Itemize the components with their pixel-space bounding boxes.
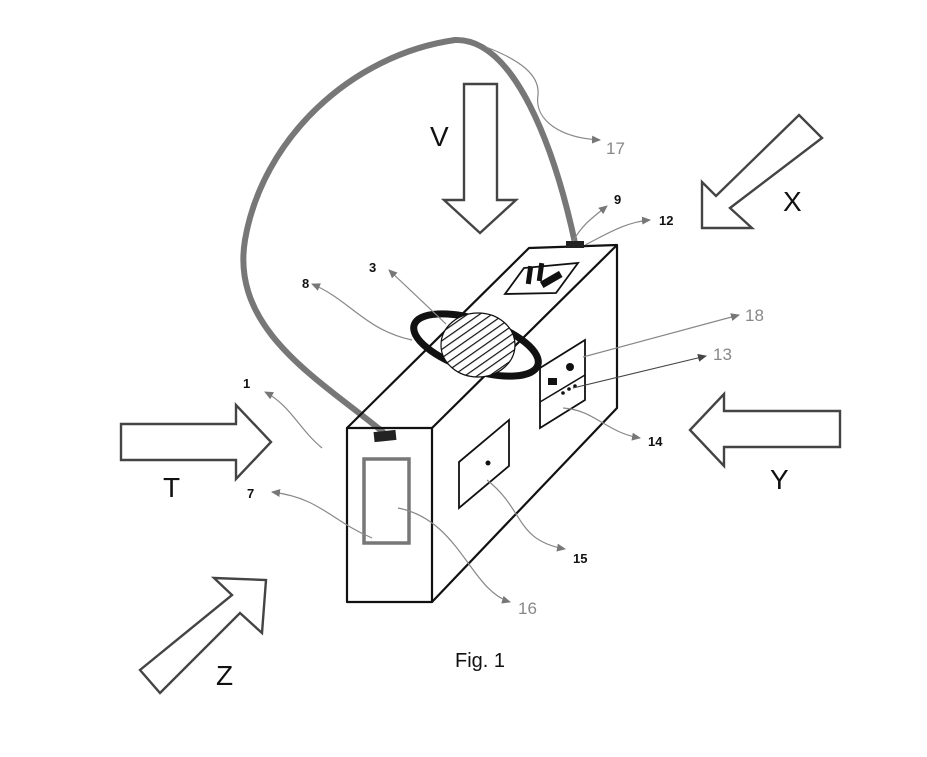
handle-strap [240, 36, 578, 435]
hatched-disc [440, 312, 516, 378]
side-panel [458, 418, 510, 510]
ref-14: 14 [648, 434, 663, 449]
connector-top-left [373, 429, 397, 443]
label-v: V [430, 121, 449, 152]
ref-9: 9 [614, 192, 621, 207]
ref-7: 7 [247, 486, 254, 501]
label-t: T [163, 472, 180, 503]
connector-top-right [566, 241, 584, 248]
ref-13: 13 [713, 345, 732, 364]
arrow-y [688, 390, 842, 470]
arrow-t [119, 401, 273, 483]
front-window [362, 457, 411, 545]
label-x: X [783, 186, 802, 217]
side-ports-panel [539, 338, 586, 430]
arrow-z [138, 576, 268, 695]
ref-1: 1 [243, 376, 250, 391]
label-y: Y [770, 464, 789, 495]
arrow-x [700, 113, 824, 230]
ref-15: 15 [573, 551, 587, 566]
figure-caption: Fig. 1 [455, 650, 505, 672]
ref-16: 16 [518, 599, 537, 618]
ref-8: 8 [302, 276, 309, 291]
ref-18: 18 [745, 306, 764, 325]
ref-17: 17 [606, 139, 625, 158]
arrow-v [440, 82, 520, 235]
label-z: Z [216, 660, 233, 691]
top-control-panel [503, 261, 580, 295]
device-body [345, 243, 619, 604]
ref-12: 12 [659, 213, 673, 228]
ref-3: 3 [369, 260, 376, 275]
